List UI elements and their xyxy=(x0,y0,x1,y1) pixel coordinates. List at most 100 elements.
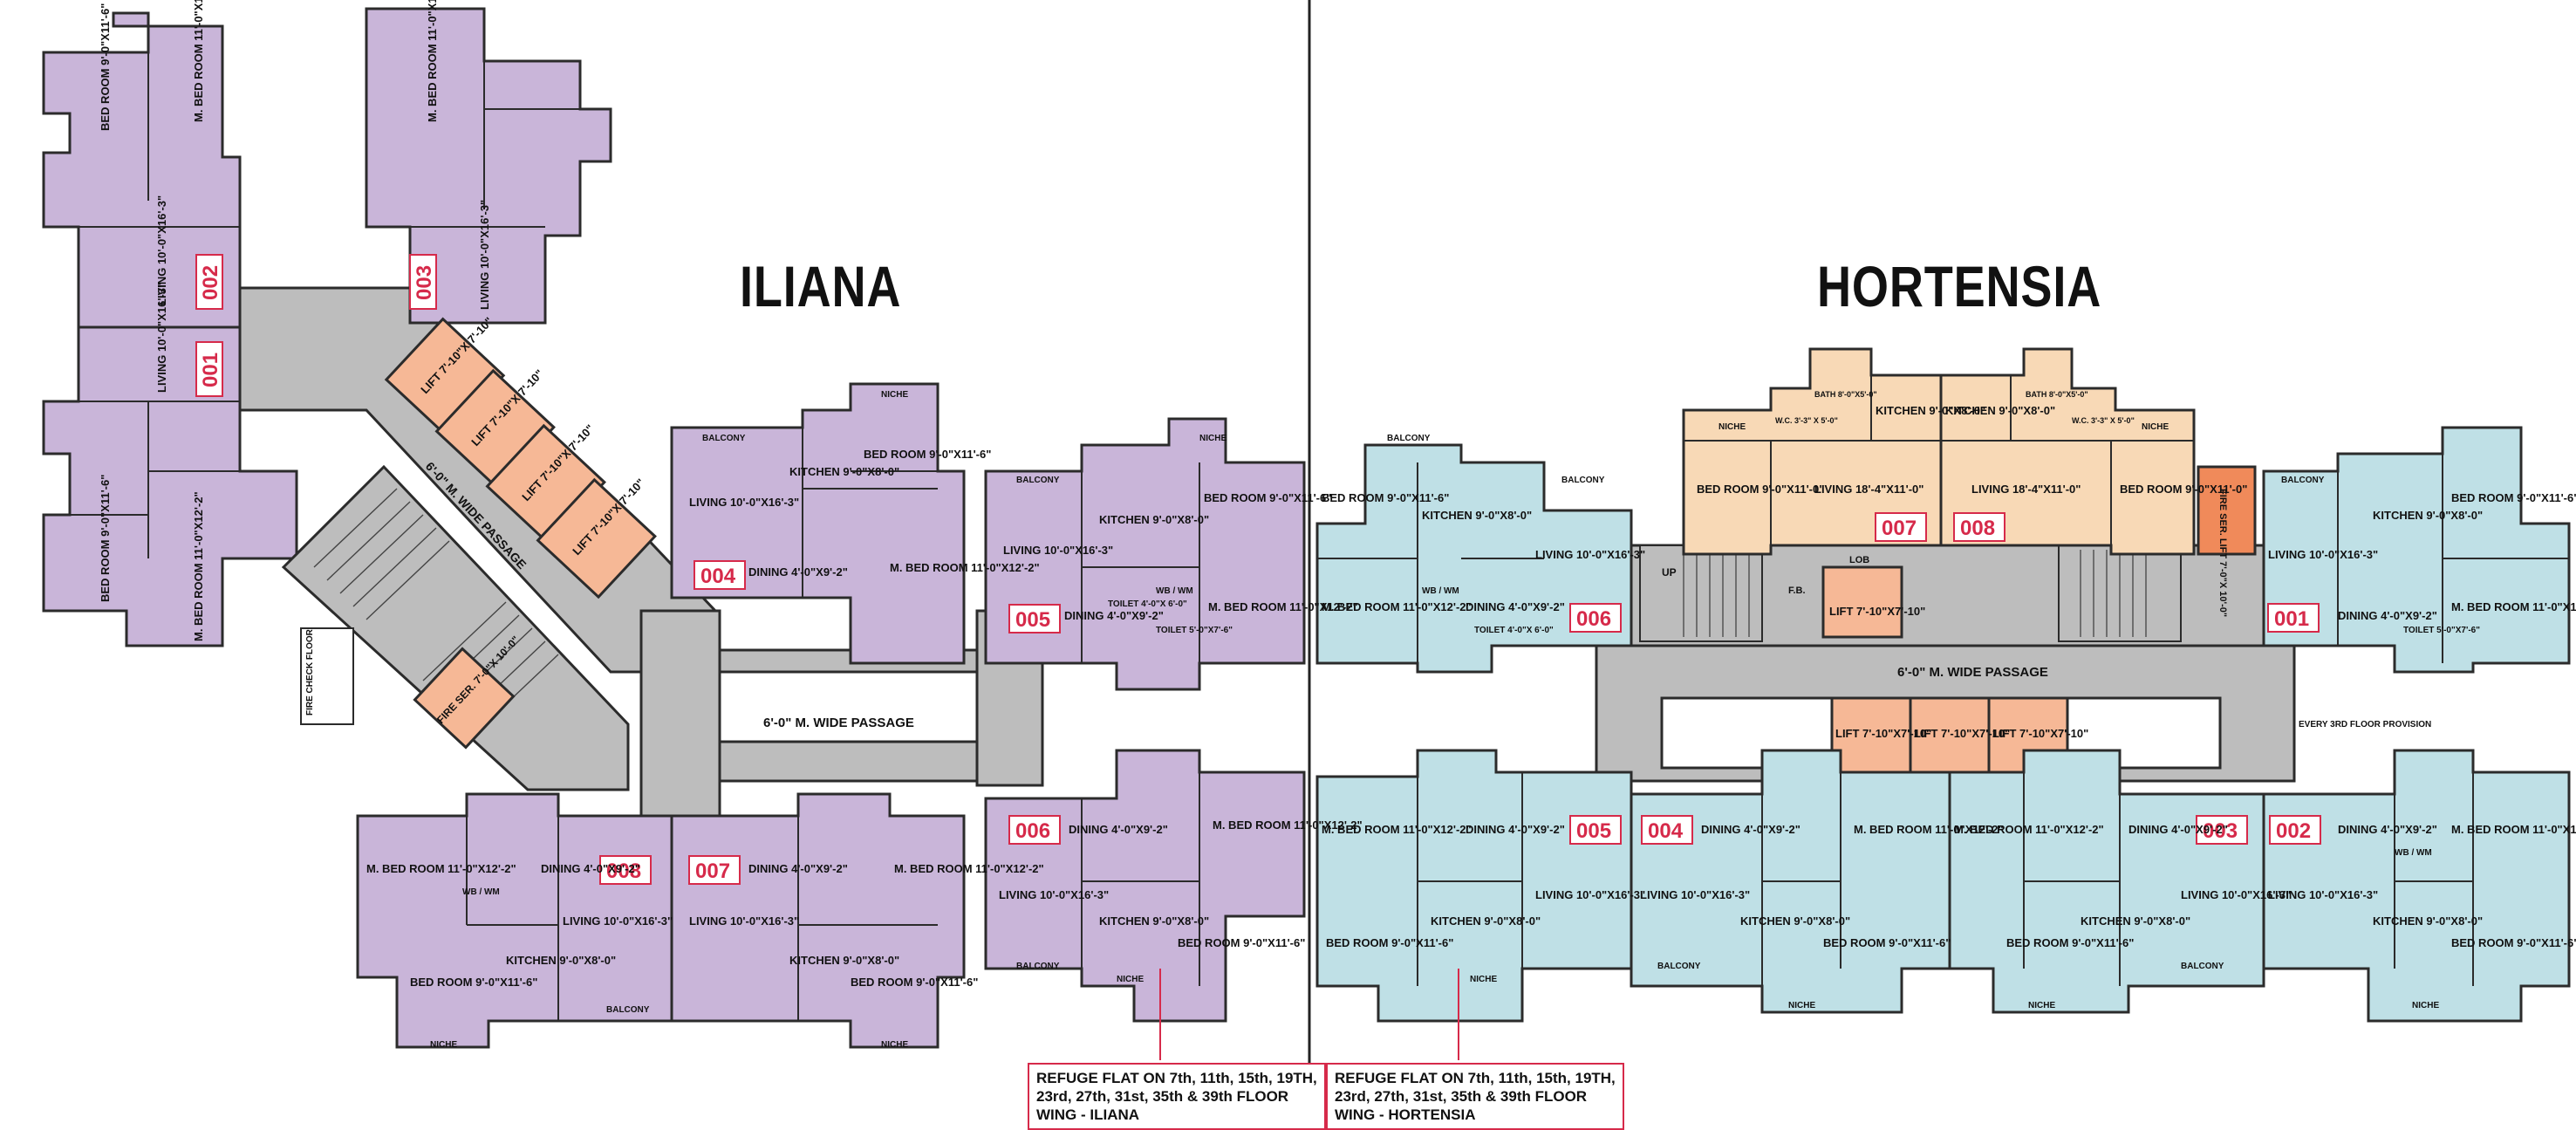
iliana-007-mbed: M. BED ROOM 11'-0"X12'-2" xyxy=(894,862,1044,875)
hortensia-wb-2: WB / WM xyxy=(2395,848,2432,858)
hortensia-niche-2: NICHE xyxy=(2142,422,2169,432)
iliana-008-dining: DINING 4'-0"X9'-2" xyxy=(541,862,640,875)
iliana-unit-006 xyxy=(984,749,1306,1023)
iliana-refuge-note: REFUGE FLAT ON 7th, 11th, 15th, 19TH, 23… xyxy=(1028,1063,1326,1130)
iliana-unit-tags: 002 001 003 004 005 006 007 008 xyxy=(195,254,1061,885)
hortensia-lob: LOB xyxy=(1849,555,1869,565)
iliana-004-mbed: M. BED ROOM 11'-0"X12'-2" xyxy=(890,561,1040,574)
hortensia-toilet-1: TOILET 4'-0"X 6'-0" xyxy=(1474,626,1554,635)
hortensia-refuge-note-line-1: REFUGE FLAT ON 7th, 11th, 15th, 19TH, xyxy=(1335,1070,1616,1086)
hortensia-004-dining: DINING 4'-0"X9'-2" xyxy=(1701,823,1800,836)
hortensia-001-dining: DINING 4'-0"X9'-2" xyxy=(2338,609,2437,622)
hortensia-balcony-4: BALCONY xyxy=(1657,962,1701,971)
hortensia-005-living: LIVING 10'-0"X16'-3" xyxy=(1535,888,1645,901)
hortensia-005-dining: DINING 4'-0"X9'-2" xyxy=(1466,823,1565,836)
iliana-wing xyxy=(42,7,1306,1060)
hortensia-001-kitchen: KITCHEN 9'-0"X8'-0" xyxy=(2373,509,2483,522)
iliana-tag-003: 003 xyxy=(413,265,436,300)
iliana-001-living: LIVING 10'-0"X16'-3" xyxy=(155,283,168,393)
iliana-tag-007: 007 xyxy=(695,859,730,883)
hortensia-002-mbed: M. BED ROOM 11'-0"X12'-2" xyxy=(2451,823,2576,836)
iliana-008-bed: BED ROOM 9'-0"X11'-6" xyxy=(410,976,537,989)
iliana-004-kitchen: KITCHEN 9'-0"X8'-0" xyxy=(789,465,899,478)
hortensia-fb: F.B. xyxy=(1788,586,1806,596)
hortensia-004-bed: BED ROOM 9'-0"X11'-6" xyxy=(1823,936,1951,949)
iliana-fire-check-box xyxy=(300,627,354,725)
hortensia-unit-tags: 001 002 003 004 005 006 007 008 xyxy=(1569,512,2321,845)
iliana-006-bed: BED ROOM 9'-0"X11'-6" xyxy=(1178,936,1305,949)
hortensia-003-living: LIVING 10'-0"X16'-3" xyxy=(2181,888,2291,901)
hortensia-006-dining: DINING 4'-0"X9'-2" xyxy=(1466,600,1565,613)
hortensia-007-bath: BATH 8'-0"X5'-0" xyxy=(1814,390,1877,399)
hortensia-lift-top xyxy=(1821,565,1903,639)
hortensia-007-bed: BED ROOM 9'-0"X11'-0" xyxy=(1697,483,1824,496)
hortensia-toilet-2: TOILET 5'-0"X7'-6" xyxy=(2403,626,2480,635)
iliana-room-labels: LIVING 10'-0"X16'-3" LIVING 10'-0"X16'-3… xyxy=(99,0,1363,989)
iliana-005-bed: BED ROOM 9'-0"X11'-6" xyxy=(1204,491,1331,504)
hortensia-002-dining: DINING 4'-0"X9'-2" xyxy=(2338,823,2437,836)
iliana-balcony-4: BALCONY xyxy=(606,1005,650,1015)
iliana-tag-005: 005 xyxy=(1015,608,1050,632)
hortensia-balcony-1: BALCONY xyxy=(1387,434,1431,443)
hortensia-005-kitchen: KITCHEN 9'-0"X8'-0" xyxy=(1431,914,1541,928)
hortensia-008-wc: W.C. 3'-3" X 5'-0" xyxy=(2072,416,2135,425)
iliana-008-living: LIVING 10'-0"X16'-3" xyxy=(563,914,673,928)
iliana-balcony-3: BALCONY xyxy=(1016,962,1060,971)
hortensia-stair-left xyxy=(1639,544,1763,642)
hortensia-tag-008: 008 xyxy=(1960,517,1995,540)
hortensia-006-living: LIVING 10'-0"X16'-3" xyxy=(1535,548,1645,561)
hortensia-006-bed: BED ROOM 9'-0"X11'-6" xyxy=(1322,491,1449,504)
hortensia-001-living: LIVING 10'-0"X16'-3" xyxy=(2268,548,2378,561)
hortensia-niche-3: NICHE xyxy=(1470,975,1497,984)
hortensia-title: HORTENSIA xyxy=(1817,254,2102,318)
iliana-002-mbed: M. BED ROOM 11'-0"X12'-2" xyxy=(192,0,205,122)
iliana-tag-001: 001 xyxy=(199,353,222,387)
iliana-005-kitchen: KITCHEN 9'-0"X8'-0" xyxy=(1099,513,1209,526)
hortensia-niche-5: NICHE xyxy=(2028,1001,2055,1010)
hortensia-001-mbed: M. BED ROOM 11'-0"X12'-2" xyxy=(2451,600,2576,613)
iliana-tag-008: 008 xyxy=(606,859,641,883)
hortensia-004-living: LIVING 10'-0"X16'-3" xyxy=(1640,888,1750,901)
hortensia-refuge-note: REFUGE FLAT ON 7th, 11th, 15th, 19TH, 23… xyxy=(1326,1063,1624,1130)
iliana-unit-008 xyxy=(356,792,673,1049)
iliana-003-living: LIVING 10'-0"X16'-3" xyxy=(478,200,491,310)
hortensia-fire-lift-label: FIRE SER. LIFT 7'-0"X 10'-0" xyxy=(2217,489,2228,617)
iliana-tag-004: 004 xyxy=(700,565,736,588)
hortensia-tag-004: 004 xyxy=(1648,819,1684,843)
hortensia-wb-1: WB / WM xyxy=(1422,586,1459,596)
iliana-lift-4 xyxy=(536,477,657,599)
iliana-refuge-note-line-1: REFUGE FLAT ON 7th, 11th, 15th, 19TH, xyxy=(1036,1070,1317,1086)
iliana-unit-005 xyxy=(984,417,1306,691)
hortensia-provision-note: EVERY 3RD FLOOR PROVISION xyxy=(2299,720,2431,729)
hortensia-unit-002 xyxy=(2262,749,2571,1023)
hortensia-tag-005: 005 xyxy=(1576,819,1611,843)
hortensia-tag-006: 006 xyxy=(1576,607,1611,631)
hortensia-passage-label: 6'-0" M. WIDE PASSAGE xyxy=(1897,665,2048,680)
iliana-niche-4: NICHE xyxy=(881,1040,908,1050)
hortensia-room-labels: LIVING 18'-4"X11'-0" LIVING 18'-4"X11'-0… xyxy=(1322,390,2576,949)
iliana-008-mbed: M. BED ROOM 11'-0"X12'-2" xyxy=(366,862,516,875)
hortensia-002-kitchen: KITCHEN 9'-0"X8'-0" xyxy=(2373,914,2483,928)
hortensia-lift-2 xyxy=(1909,696,1991,774)
hortensia-tag-007: 007 xyxy=(1882,517,1917,540)
hortensia-minor-labels: BALCONY BALCONY BALCONY BALCONY BALCONY … xyxy=(1387,422,2480,1010)
hortensia-003-bed: BED ROOM 9'-0"X11'-6" xyxy=(2006,936,2134,949)
hortensia-refuge-note-line-2: 23rd, 27th, 31st, 35th & 39th FLOOR xyxy=(1335,1088,1588,1105)
hortensia-007-wc: W.C. 3'-3" X 5'-0" xyxy=(1775,416,1838,425)
hortensia-balcony-2: BALCONY xyxy=(1561,476,1605,485)
hortensia-004-kitchen: KITCHEN 9'-0"X8'-0" xyxy=(1740,914,1850,928)
hortensia-lift-label-2: LIFT 7'-10"X7'-10" xyxy=(1914,727,2010,740)
iliana-unit-007 xyxy=(670,792,966,1049)
hortensia-007-living: LIVING 18'-4"X11'-0" xyxy=(1814,483,1923,496)
iliana-passage-label-horizontal: 6'-0" M. WIDE PASSAGE xyxy=(763,716,914,730)
hortensia-003-dining: DINING 4'-0"X9'-2" xyxy=(2128,823,2228,836)
iliana-unit-001 xyxy=(42,325,298,647)
iliana-refuge-note-line-3: WING - ILIANA xyxy=(1036,1106,1140,1123)
iliana-minor-labels: BALCONY BALCONY BALCONY BALCONY NICHE NI… xyxy=(430,390,1233,1050)
iliana-title: ILIANA xyxy=(740,254,902,318)
iliana-002-bed: BED ROOM 9'-0"X11'-6" xyxy=(99,3,112,131)
hortensia-006-kitchen: KITCHEN 9'-0"X8'-0" xyxy=(1422,509,1532,522)
iliana-fire-lift xyxy=(413,647,516,750)
iliana-006-dining: DINING 4'-0"X9'-2" xyxy=(1069,823,1168,836)
iliana-004-dining: DINING 4'-0"X9'-2" xyxy=(748,565,848,579)
